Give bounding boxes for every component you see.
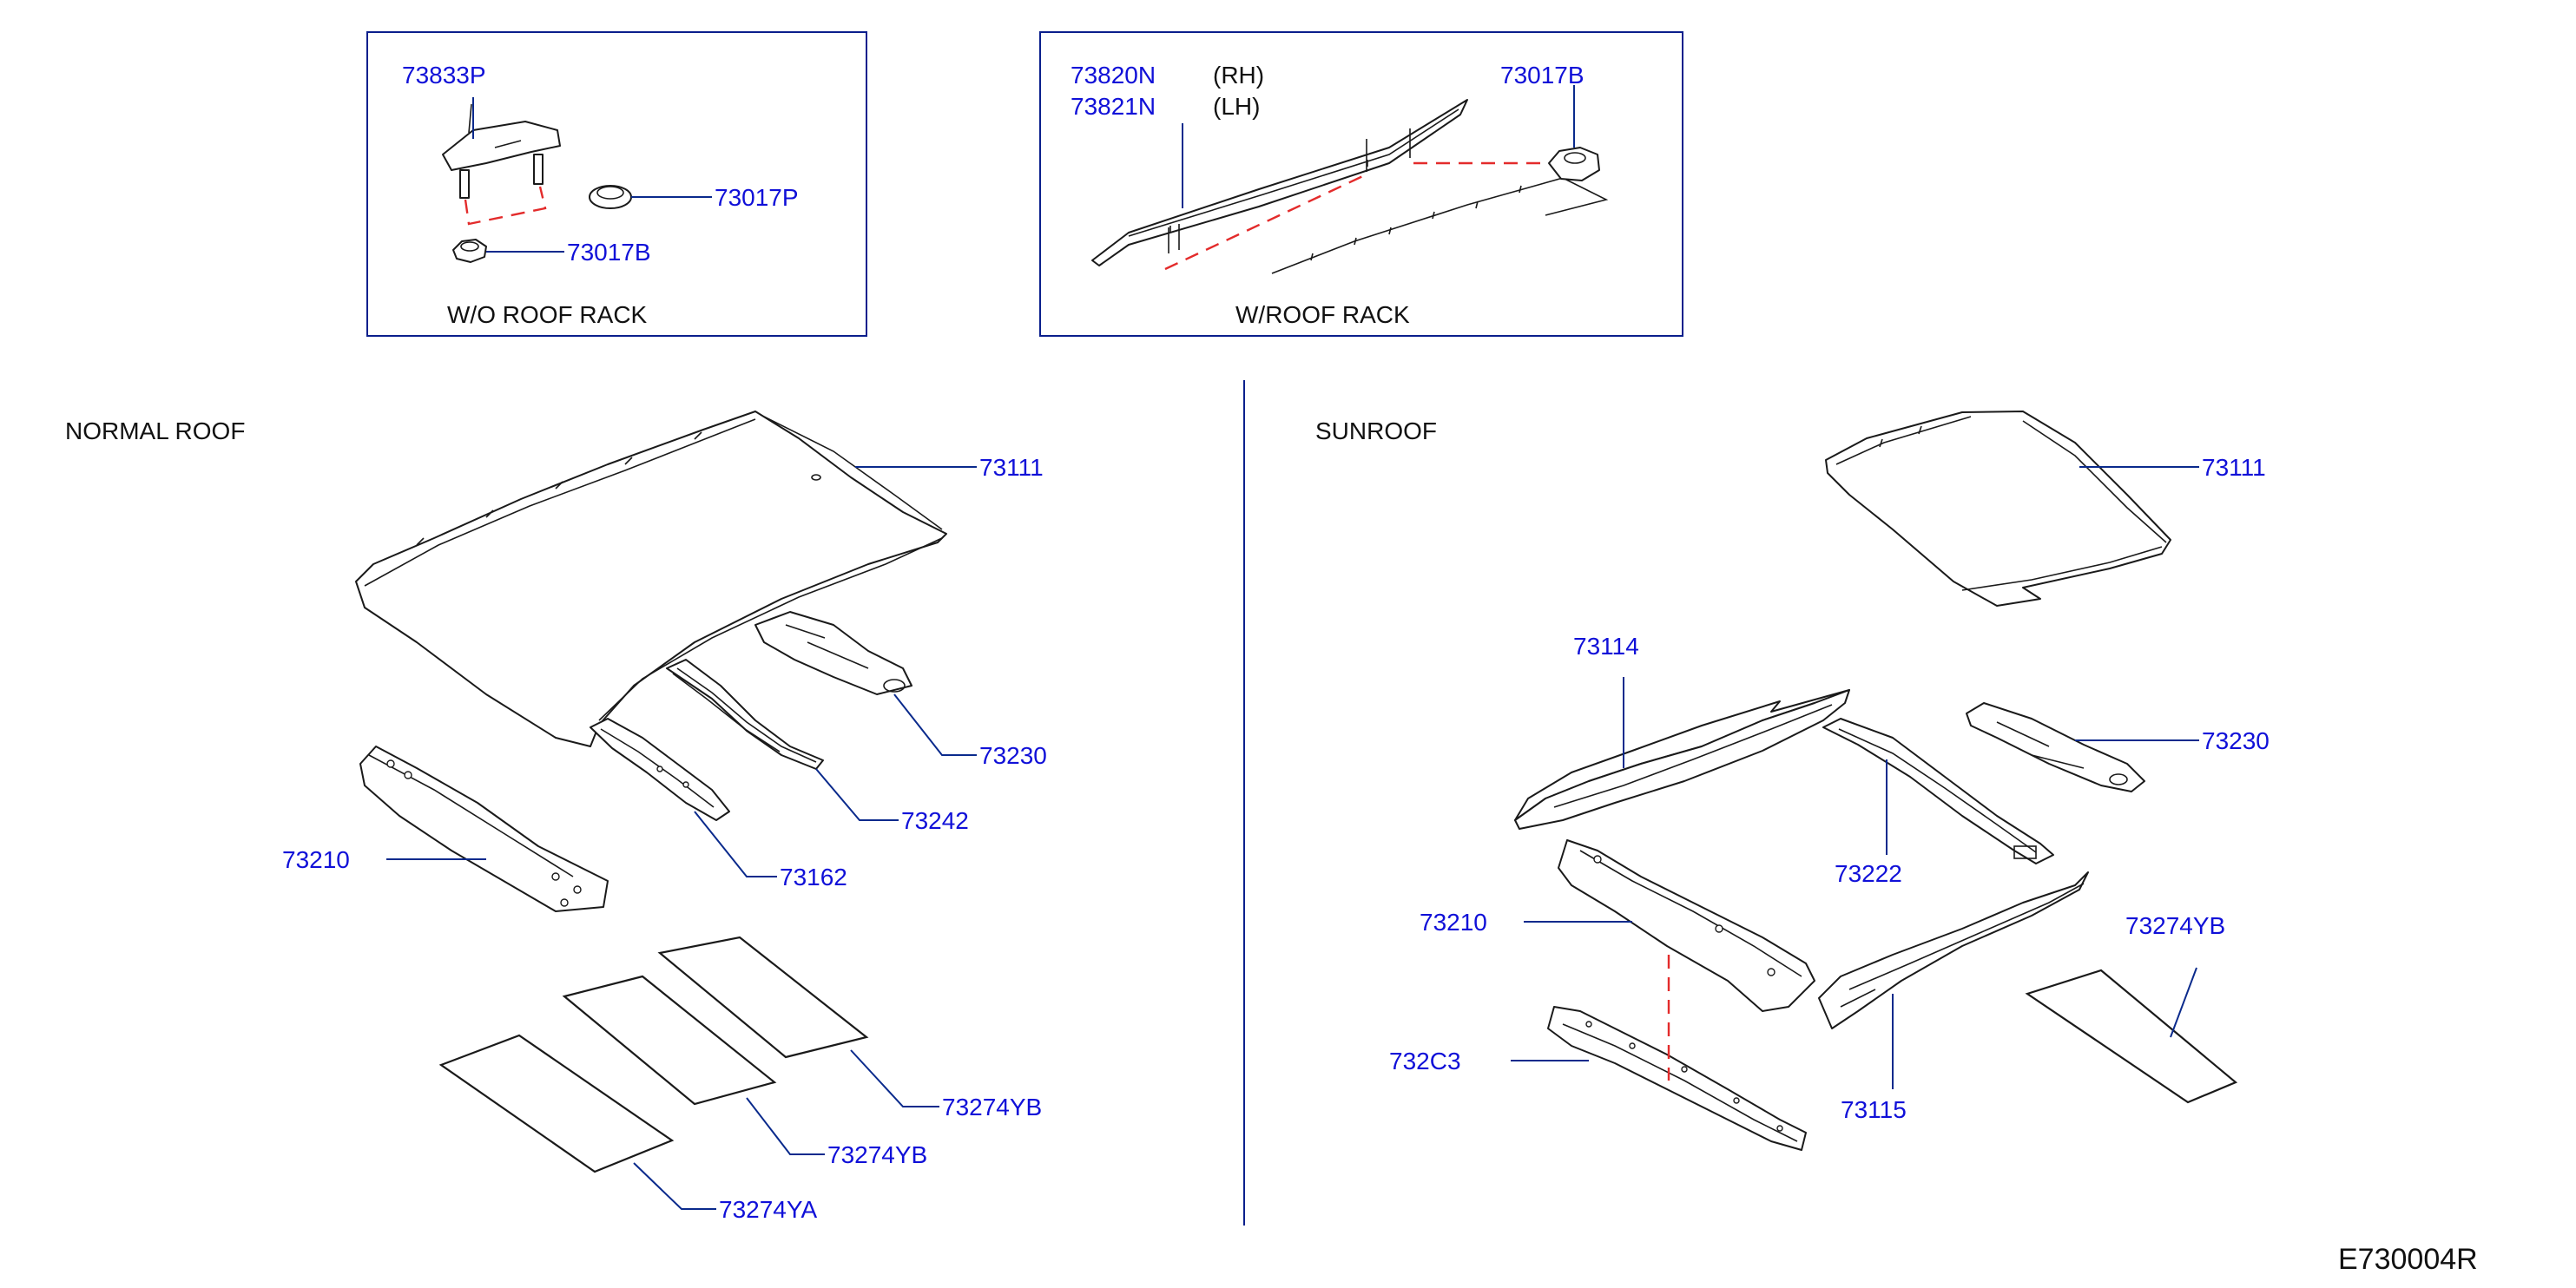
part-number-73111: 73111: [979, 454, 1044, 481]
grommet-73017P: [589, 185, 632, 209]
fit-line: [1164, 172, 1369, 271]
rear-roof-rail-73210: [359, 746, 609, 912]
roof-panel-73111: [355, 411, 947, 747]
rail-bolts: [1168, 128, 1411, 253]
leader: [633, 1162, 716, 1210]
diagram-code: E730004R: [2338, 1243, 2478, 1276]
silencer-pad-73274YB-b: [562, 975, 777, 1106]
part-number-73210: 73210: [282, 846, 350, 873]
part-number-73017P: 73017P: [715, 184, 799, 211]
roof-rack-rail: [1091, 99, 1468, 266]
leader: [893, 693, 977, 756]
reinforcement-732C3: [1547, 1006, 1807, 1151]
roof-bow-73222: [1822, 718, 2054, 864]
inset-caption-without-roof-rack: W/O ROOF RACK: [447, 301, 648, 328]
part-number-732C3: 732C3: [1389, 1048, 1461, 1074]
part-number-73114: 73114: [1573, 633, 1639, 660]
inset-frame-without-roof-rack: [366, 31, 867, 337]
silencer-pad-73274YB-a: [657, 936, 869, 1059]
inset-frame-with-roof-rack: [1039, 31, 1683, 337]
roof-edge-outline: [1271, 177, 1609, 274]
side-label-rh: (RH): [1213, 62, 1264, 89]
sunroof-rear-rail-73210: [1558, 839, 1815, 1012]
fit-line: [464, 186, 547, 226]
part-number-73111: 73111: [2202, 454, 2266, 481]
part-number-73242: 73242: [901, 807, 969, 834]
part-number-73017B: 73017B: [1500, 62, 1584, 89]
leader: [850, 1049, 939, 1107]
part-number-73230: 73230: [979, 742, 1047, 769]
part-number-73115: 73115: [1841, 1096, 1907, 1123]
side-label-lh: (LH): [1213, 93, 1260, 120]
section-title-normal-roof: NORMAL ROOF: [65, 417, 245, 444]
part-number-73274YB: 73274YB: [827, 1141, 927, 1168]
sunroof-silencer-pad-73274YB: [2025, 969, 2238, 1104]
grommet-73017B-right: [1548, 147, 1600, 181]
part-number-73210: 73210: [1420, 909, 1487, 936]
sunroof-roof-panel-73111: [1825, 411, 2171, 607]
part-number-73017B: 73017B: [567, 239, 651, 266]
sunroof-rear-rail-73115: [1818, 871, 2089, 1029]
part-number-73162: 73162: [780, 864, 847, 890]
front-roof-rail-73114: [1514, 689, 1850, 830]
roof-bow-73230: [754, 611, 912, 695]
silencer-pad-73274YA: [438, 1034, 675, 1173]
part-number-73274YB: 73274YB: [942, 1094, 1042, 1120]
part-number-73833P: 73833P: [402, 62, 486, 89]
section-title-sunroof: SUNROOF: [1315, 417, 1437, 444]
part-number-73821N: 73821N: [1071, 93, 1156, 120]
part-number-73222: 73222: [1835, 860, 1902, 887]
leader: [694, 811, 777, 877]
inset-caption-with-roof-rack: W/ROOF RACK: [1235, 301, 1410, 328]
roof-rack-cover-73833P: [442, 103, 561, 199]
leader: [746, 1097, 825, 1155]
part-number-73274YA: 73274YA: [719, 1196, 817, 1223]
sunroof-bow-73230: [1966, 702, 2145, 792]
front-roof-rail-73162: [590, 718, 730, 821]
leader: [2170, 967, 2197, 1038]
part-number-73820N: 73820N: [1071, 62, 1156, 89]
part-number-73230: 73230: [2202, 727, 2270, 754]
part-number-73274YB: 73274YB: [2125, 912, 2225, 939]
grommet-73017B-left: [452, 239, 487, 263]
leader: [815, 768, 899, 821]
roof-bow-73242: [666, 659, 824, 770]
